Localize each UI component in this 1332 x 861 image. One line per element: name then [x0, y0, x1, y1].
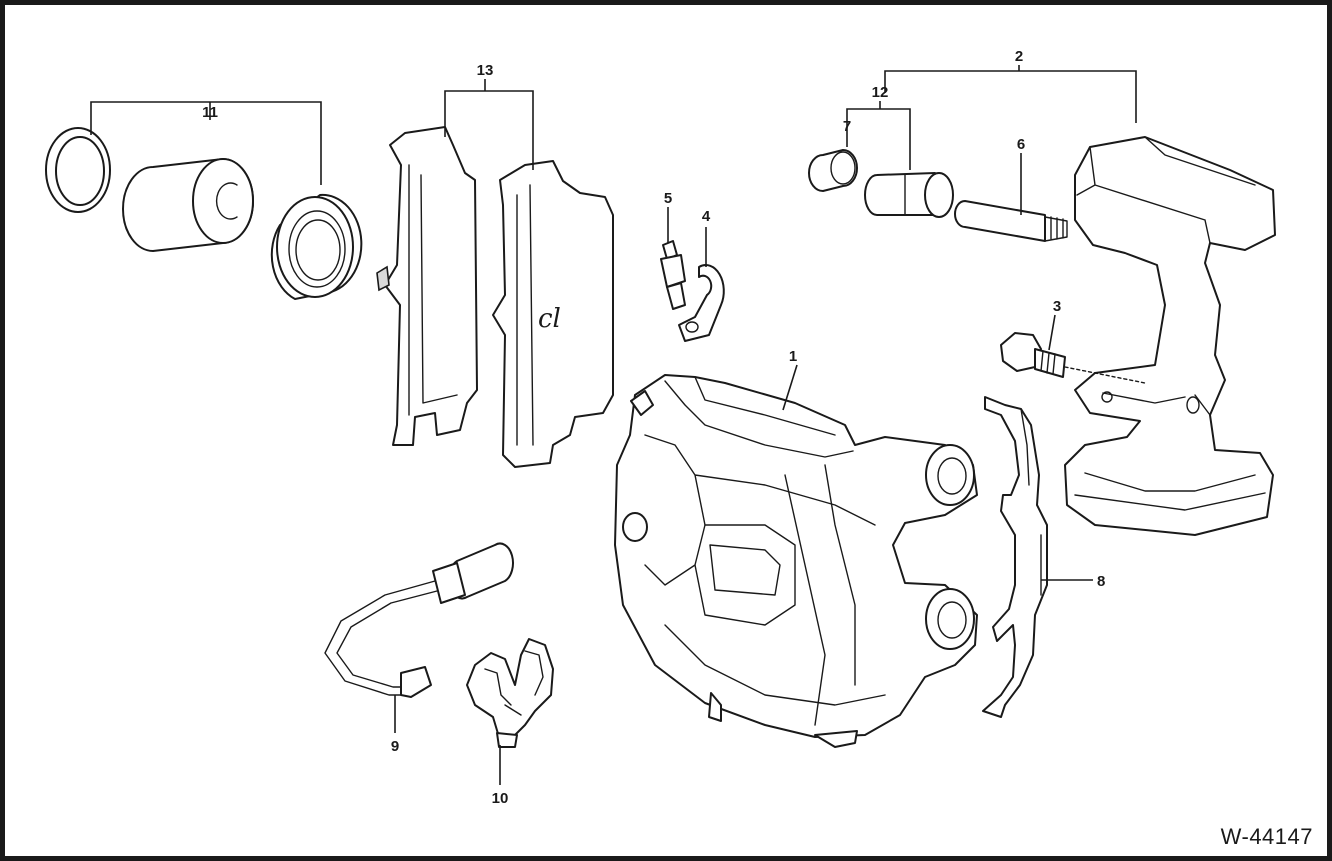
part-2-caliper-carrier — [1064, 136, 1276, 536]
figure-reference-code: W-44147 — [1220, 824, 1313, 849]
callout-labels: 1 2 3 4 5 6 7 8 9 10 11 12 13 — [202, 48, 1105, 807]
callout-7: 7 — [843, 118, 851, 135]
leader-1 — [782, 364, 798, 411]
callout-12: 12 — [872, 84, 889, 101]
leader-11 — [90, 101, 322, 185]
part-13-brake-pads: cl — [376, 126, 614, 468]
part-11-piston-assembly — [45, 127, 363, 300]
caliper-piston — [122, 158, 254, 252]
part-12-guide-bushing — [864, 172, 954, 218]
callout-9: 9 — [391, 738, 399, 755]
callout-13: 13 — [477, 62, 494, 79]
part-6-guide-pin — [954, 200, 1068, 242]
piston-dust-boot — [270, 193, 363, 300]
leader-lines — [90, 65, 1137, 785]
leader-3 — [1048, 314, 1056, 351]
part-3-caliper-bolt — [1000, 332, 1146, 384]
leader-2 — [884, 70, 1137, 123]
part-4-bleeder-cap — [678, 264, 725, 342]
callout-10: 10 — [492, 790, 509, 807]
callout-4: 4 — [702, 208, 711, 225]
part-9-wear-sensor — [324, 542, 514, 698]
part-5-bleeder-valve — [660, 240, 686, 310]
inner-brake-pad — [376, 126, 478, 446]
callout-3: 3 — [1053, 298, 1061, 315]
part-7-guide-pin-cap — [808, 149, 858, 192]
leader-12 — [846, 108, 911, 170]
callout-8: 8 — [1097, 573, 1105, 590]
part-10-sensor-clip — [466, 638, 554, 748]
diagram-artwork: cl — [45, 48, 1276, 807]
leader-13 — [444, 90, 534, 170]
outer-brake-pad — [492, 160, 614, 468]
callout-6: 6 — [1017, 136, 1025, 153]
callout-11: 11 — [202, 104, 218, 121]
callout-2: 2 — [1015, 48, 1023, 65]
piston-seal-ring — [45, 127, 111, 213]
callout-5: 5 — [664, 190, 672, 207]
callout-1: 1 — [789, 348, 797, 365]
part-8-anti-rattle-spring — [982, 396, 1048, 718]
handwritten-note: cl — [538, 304, 561, 334]
part-1-caliper-housing — [614, 374, 978, 748]
